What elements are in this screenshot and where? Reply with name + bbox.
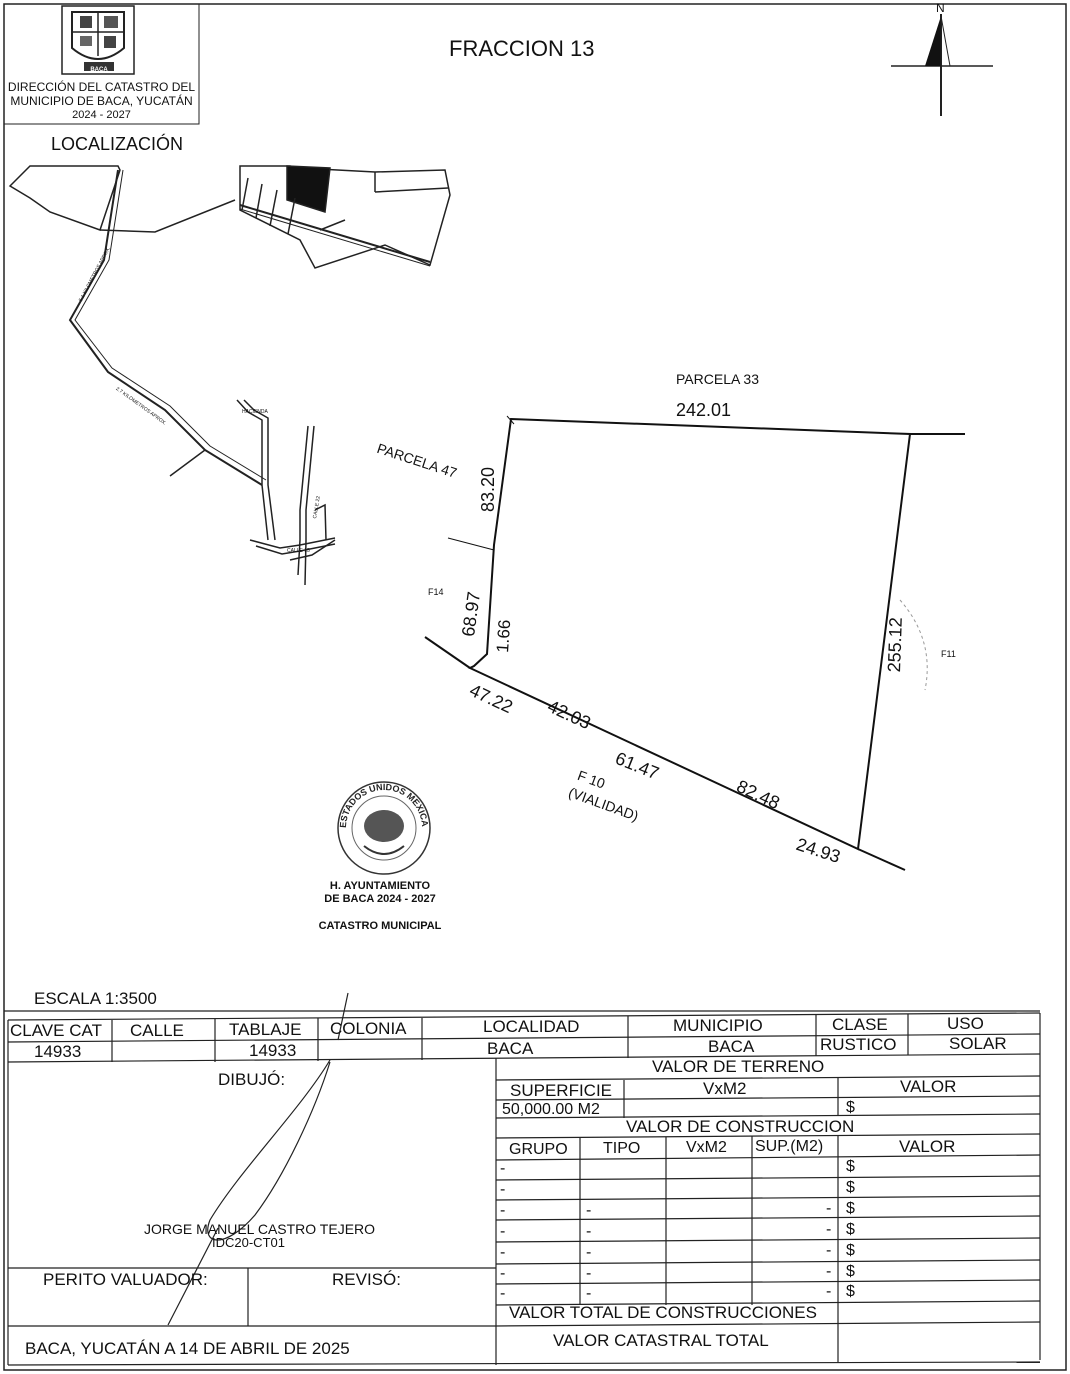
hdr-localidad: LOCALIDAD	[483, 1017, 580, 1036]
north-label: N	[936, 1, 945, 15]
hdr-clave: CLAVE CAT	[10, 1021, 102, 1040]
neighbor-north: PARCELA 33	[676, 371, 760, 387]
val-clave: 14933	[34, 1042, 82, 1061]
terreno-valor-value: $	[846, 1099, 855, 1116]
row-4-sup: -	[826, 1221, 832, 1238]
place-label: HACIENDA	[242, 409, 268, 415]
hdr-grupo: GRUPO	[509, 1141, 568, 1158]
seal-line-1: H. AYUNTAMIENTO	[329, 880, 431, 892]
row-5-tipo: -	[586, 1244, 592, 1261]
dim-jog: 1.66	[493, 618, 515, 654]
dibujo-label: DIBUJÓ:	[218, 1070, 286, 1089]
row-1-valor: $	[846, 1158, 855, 1175]
hdr-sup: SUP.(M2)	[755, 1138, 824, 1155]
superficie-label: SUPERFICIE	[510, 1081, 613, 1100]
page-border	[3, 3, 1067, 1371]
federal-seal-icon: ESTADOS UNIDOS MEXICANOS	[0, 0, 431, 875]
row-7-sup: -	[826, 1283, 832, 1300]
row-3-grupo: -	[500, 1202, 506, 1219]
vxm2-label: VxM2	[703, 1079, 747, 1098]
dim-north: 242.01	[676, 400, 732, 420]
row-6-tipo: -	[586, 1265, 592, 1282]
hdr-tipo: TIPO	[603, 1140, 641, 1157]
neighbor-fraction: F14	[428, 587, 444, 597]
superficie-value: 50,000.00 M2	[502, 1101, 600, 1118]
page-title: FRACCION 13	[449, 36, 595, 61]
north-arrow-icon	[891, 14, 993, 116]
val-tablaje: 14933	[249, 1041, 297, 1060]
logo-caption: BACA	[90, 67, 108, 73]
row-4-valor: $	[846, 1221, 855, 1238]
row-4-tipo: -	[586, 1223, 592, 1240]
val-clase: RUSTICO	[820, 1035, 897, 1054]
parcel-polygon	[424, 415, 965, 871]
location-map	[8, 165, 451, 586]
hdr-calle: CALLE	[130, 1021, 184, 1040]
hdr-vxm2: VxM2	[686, 1139, 727, 1156]
row-5-valor: $	[846, 1242, 855, 1259]
val-uso: SOLAR	[949, 1034, 1007, 1053]
row-2-grupo: -	[500, 1181, 506, 1198]
scale-label: ESCALA 1:3500	[34, 989, 157, 1008]
row-1-grupo: -	[500, 1160, 506, 1177]
row-5-sup: -	[826, 1242, 832, 1259]
office-period: 2024 - 2027	[72, 109, 131, 121]
drafter-name: JORGE MANUEL CASTRO TEJERO	[144, 1221, 376, 1237]
row-6-sup: -	[826, 1263, 832, 1280]
drafter-id: IDC20-CT01	[212, 1235, 285, 1250]
row-7-valor: $	[846, 1283, 855, 1300]
catastral-total-label: VALOR CATASTRAL TOTAL	[553, 1331, 769, 1350]
row-7-tipo: -	[586, 1285, 592, 1302]
hdr-clase: CLASE	[832, 1015, 888, 1034]
hdr-municipio: MUNICIPIO	[673, 1016, 763, 1035]
office-line-1: DIRECCIÓN DEL CATASTRO DEL	[7, 80, 196, 94]
terreno-title: VALOR DE TERRENO	[652, 1057, 825, 1076]
row-3-valor: $	[846, 1200, 855, 1217]
row-7-grupo: -	[500, 1285, 506, 1302]
office-line-2: MUNICIPIO DE BACA, YUCATÁN	[10, 94, 193, 108]
row-3-sup: -	[826, 1200, 832, 1217]
val-localidad: BACA	[487, 1039, 534, 1058]
hdr-colonia: COLONIA	[330, 1019, 407, 1038]
table-lines	[4, 1010, 1041, 1366]
dim-east: 255.12	[884, 616, 906, 673]
row-6-valor: $	[846, 1263, 855, 1280]
date-line: BACA, YUCATÁN A 14 DE ABRIL DE 2025	[25, 1339, 350, 1358]
val-municipio: BACA	[708, 1037, 755, 1056]
neighbor-east: F11	[941, 649, 956, 659]
reviso-label: REVISÓ:	[332, 1270, 401, 1289]
seal-line-3: CATASTRO MUNICIPAL	[318, 920, 442, 932]
row-2-valor: $	[846, 1179, 855, 1196]
logo-box	[3, 3, 200, 125]
row-6-grupo: -	[500, 1265, 506, 1282]
terreno-valor-label: VALOR	[900, 1077, 957, 1096]
row-5-grupo: -	[500, 1244, 506, 1261]
hdr-tablaje: TABLAJE	[229, 1020, 302, 1039]
total-construcciones-label: VALOR TOTAL DE CONSTRUCCIONES	[509, 1303, 817, 1322]
row-3-tipo: -	[586, 1202, 592, 1219]
f11-arc	[899, 599, 928, 691]
signature-scribble	[167, 992, 349, 1326]
row-4-grupo: -	[500, 1223, 506, 1240]
perito-label: PERITO VALUADOR:	[43, 1270, 208, 1289]
location-label: LOCALIZACIÓN	[51, 134, 184, 154]
hdr-uso: USO	[947, 1014, 984, 1033]
municipal-coat-of-arms-icon	[61, 5, 135, 75]
seal-line-2: DE BACA 2024 - 2027	[324, 893, 436, 905]
hdr-valor: VALOR	[899, 1137, 956, 1156]
street-label-2: CALLE 15	[287, 548, 310, 554]
construccion-title: VALOR DE CONSTRUCCION	[626, 1117, 855, 1136]
dim-west-upper: 83.20	[478, 466, 498, 512]
